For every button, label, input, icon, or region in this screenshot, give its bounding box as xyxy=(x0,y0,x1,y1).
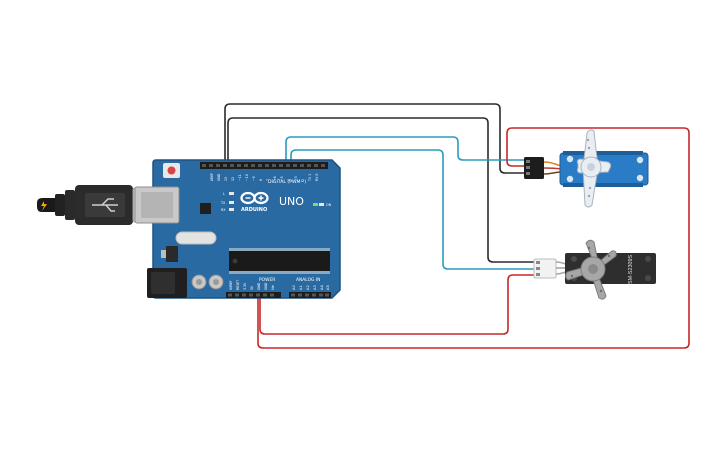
wire-signal-micro-servo[interactable] xyxy=(285,136,526,163)
standard-servo-connector xyxy=(533,258,557,279)
usb-chip xyxy=(200,203,211,214)
pin-label: GND xyxy=(217,173,221,181)
digital-pin-labels: AREF GND 13 12 ~11 ~10 ~9 8 7 ~6 ~5 4 ~3… xyxy=(210,173,319,182)
voltage-regulator xyxy=(166,246,178,262)
pin-label: 3.3V xyxy=(243,282,247,290)
pin-label: ~10 xyxy=(245,174,249,181)
wire-gnd-standard-servo[interactable] xyxy=(227,117,536,263)
pin-label: 13 xyxy=(224,177,228,181)
pin-label: A4 xyxy=(320,285,324,290)
pin-label: ~6 xyxy=(273,176,277,181)
on-label: ON xyxy=(326,203,332,207)
led-label: TX xyxy=(220,201,226,205)
pin-label: Vin xyxy=(271,285,275,290)
pin-label: GND xyxy=(257,282,261,290)
arduino-uno-board[interactable]: AREF GND 13 12 ~11 ~10 ~9 8 7 ~6 ~5 4 ~3… xyxy=(134,159,341,299)
led-label: L xyxy=(223,192,225,196)
micro-servo-power-lead xyxy=(543,167,563,170)
pin-label: AREF xyxy=(210,173,214,181)
pin-label: A0 xyxy=(292,285,296,290)
pin-label: ~5 xyxy=(280,176,284,181)
pin-label: 12 xyxy=(231,177,235,181)
brand-label: ARDUINO xyxy=(241,207,267,213)
atmega-chip xyxy=(229,248,330,274)
pin-label: GND xyxy=(264,282,268,290)
wire-5v-micro-servo[interactable] xyxy=(257,127,690,349)
status-leds: L TX RX xyxy=(220,192,234,212)
analog-header xyxy=(289,292,331,298)
crystal-oscillator xyxy=(175,231,217,245)
pin-label: RX 0 xyxy=(315,174,319,181)
pin-label: RESET xyxy=(236,280,240,290)
wires xyxy=(224,103,690,349)
analog-pin-labels: A0 A1 A2 A3 A4 A5 xyxy=(292,285,330,290)
power-bolt-icon xyxy=(41,201,47,211)
pin-label: A5 xyxy=(326,285,330,290)
standard-servo-label: SM-S2309S xyxy=(628,255,634,284)
pin-label: 5V xyxy=(250,285,254,290)
analog-header-label: ANALOG IN xyxy=(296,277,320,283)
pin-label: A1 xyxy=(299,285,303,290)
power-header xyxy=(226,292,281,298)
pin-label: TX 1 xyxy=(308,174,312,182)
pin-label: 4 xyxy=(287,179,291,181)
pin-label: 2 xyxy=(301,179,305,181)
wire-5v-standard-servo[interactable] xyxy=(259,274,536,335)
model-label: UNO xyxy=(279,195,304,208)
wire-gnd-micro-servo[interactable] xyxy=(224,103,526,174)
micro-servo-connector xyxy=(524,157,544,179)
wire-signal-standard-servo[interactable] xyxy=(290,149,536,270)
standard-servo-horn xyxy=(565,239,617,300)
led-label: RX xyxy=(221,208,226,212)
digital-header-label: DIGITAL (PWM~) xyxy=(268,179,306,185)
usb-symbol-icon xyxy=(92,198,118,212)
micro-servo-signal-lead xyxy=(543,161,563,167)
pin-label: ~3 xyxy=(294,176,298,181)
pin-label: 7 xyxy=(266,179,270,181)
power-led: ON xyxy=(313,203,332,207)
standard-servo[interactable]: SM-S2309S xyxy=(533,239,656,300)
digital-header xyxy=(200,162,328,169)
pin-label: IOREF xyxy=(229,280,233,290)
micro-servo[interactable] xyxy=(524,129,649,208)
pin-label: A3 xyxy=(313,285,317,290)
micro-servo-horn xyxy=(576,129,612,208)
pin-label: ~11 xyxy=(238,174,242,181)
micro-servo-ground-lead xyxy=(543,171,563,175)
pin-label: ~9 xyxy=(252,176,256,181)
power-pin-labels: IOREF RESET 3.3V 5V GND GND Vin xyxy=(229,280,275,290)
arduino-logo-icon xyxy=(240,191,269,205)
pin-label: A2 xyxy=(306,285,310,290)
power-header-label: POWER xyxy=(259,277,275,283)
pin-label: 8 xyxy=(259,179,263,181)
